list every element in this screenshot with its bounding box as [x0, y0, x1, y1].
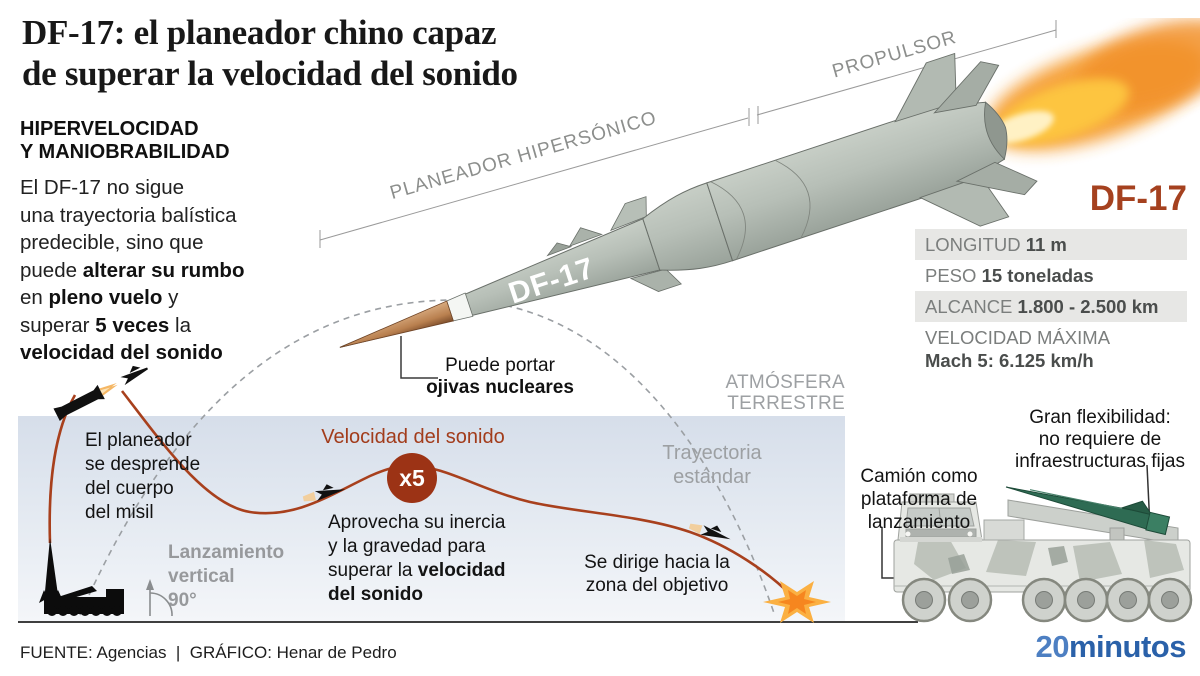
- flexibility-line: no requiere de: [1038, 429, 1162, 450]
- missile-illustration: PLANEADOR HIPERSÓNICO PROPULSOR: [319, 19, 1200, 379]
- platform-line: Camión como: [860, 466, 978, 487]
- platform-line: lanzamiento: [867, 512, 971, 533]
- spec-label: VELOCIDAD MÁXIMA: [925, 327, 1111, 348]
- publisher-logo: 20minutos: [1035, 629, 1186, 665]
- intro-line: la: [169, 313, 191, 337]
- atmosphere-line2: TERRESTRE: [727, 393, 845, 414]
- intro-line: una trayectoria balística: [20, 203, 237, 227]
- spec-panel: LONGITUD 11 m PESO 15 toneladas ALCANCE …: [915, 229, 1187, 376]
- inertia-line: superar la: [328, 560, 418, 581]
- spec-value: 15 toneladas: [981, 265, 1094, 286]
- spec-row-length: LONGITUD 11 m: [915, 229, 1187, 260]
- flexibility-line: Gran flexibilidad:: [1029, 407, 1171, 428]
- page-title-line1: DF-17: el planeador chino capaz: [22, 13, 497, 52]
- intro-heading-line2: Y MANIOBRABILIDAD: [20, 141, 230, 163]
- spec-value: Mach 5: 6.125 km/h: [925, 350, 1094, 371]
- launch-angle-icon: [146, 579, 173, 617]
- standard-line: estándar: [673, 466, 751, 488]
- atmosphere-line1: ATMÓSFERA: [725, 372, 845, 393]
- dimension-lines: [319, 20, 1057, 248]
- vertical-launch-label: Lanzamiento vertical: [168, 541, 284, 589]
- intro-line: en: [20, 286, 49, 309]
- intro-heading: HIPERVELOCIDAD Y MANIOBRABILIDAD: [20, 118, 230, 164]
- spec-value: 11 m: [1025, 234, 1067, 255]
- intro-line: superar: [20, 313, 96, 337]
- inertia-note: Aprovecha su inercia y la gravedad para …: [328, 511, 505, 607]
- platform-line: plataforma de: [860, 489, 978, 510]
- glider-icon: [688, 523, 731, 540]
- separation-line: El planeador: [85, 430, 192, 451]
- intro-bold: 5 veces: [95, 313, 170, 337]
- warhead-note: Puede portar ojivas nucleares: [418, 355, 582, 399]
- page-title-line2: de superar la velocidad del sonido: [22, 54, 518, 93]
- separation-line: del cuerpo: [85, 478, 174, 499]
- missile-name-heading: DF-17: [1089, 179, 1187, 218]
- separation-line: del misil: [85, 502, 154, 523]
- inertia-line: Aprovecha su inercia: [328, 512, 506, 533]
- inertia-bold: velocidad: [417, 560, 506, 581]
- intro-heading-line1: HIPERVELOCIDAD: [20, 118, 199, 140]
- atmosphere-label: ATMÓSFERA TERRESTRE: [688, 372, 845, 414]
- separation-icon: [53, 365, 148, 421]
- page-title: DF-17: el planeador chino capaz de super…: [22, 12, 518, 94]
- speed-multiplier-badge: [387, 453, 437, 503]
- intro-line: El DF-17 no sigue: [20, 176, 185, 199]
- intro-line: y: [162, 286, 179, 309]
- spec-label: PESO: [925, 265, 977, 286]
- inertia-bold: del sonido: [328, 584, 423, 605]
- spec-value: 1.800 - 2.500 km: [1017, 296, 1159, 317]
- intro-line: predecible, sino que: [20, 231, 204, 254]
- atmosphere-box: [18, 416, 845, 622]
- inertia-line: y la gravedad para: [328, 536, 486, 557]
- launch-truck-silhouette: [39, 538, 124, 616]
- platform-note: Camión como plataforma de lanzamiento: [850, 465, 988, 534]
- target-note: Se dirige hacia la zona del objetivo: [572, 551, 742, 597]
- spec-label: LONGITUD: [925, 234, 1021, 255]
- trajectory-diagram: x5: [18, 299, 918, 623]
- truck-missile: [1005, 486, 1171, 536]
- spec-row-weight: PESO 15 toneladas: [915, 260, 1187, 291]
- sound-speed-label: Velocidad del sonido: [321, 426, 505, 448]
- warhead-pointer-line: [400, 336, 438, 379]
- warhead-nose: [339, 300, 454, 348]
- intro-bold: alterar su rumbo: [82, 258, 245, 282]
- spec-label: ALCANCE: [925, 296, 1013, 317]
- launch-line: vertical: [168, 566, 235, 587]
- intro-bold: pleno vuelo: [48, 286, 163, 309]
- spec-row-max-speed: VELOCIDAD MÁXIMA Mach 5: 6.125 km/h: [915, 322, 1187, 376]
- target-line: zona del objetivo: [585, 575, 729, 596]
- glider-icon: [302, 484, 346, 502]
- standard-trajectory-label: Trayectoria estándar: [642, 441, 782, 489]
- warhead-note-line2: ojivas nucleares: [426, 377, 574, 398]
- intro-paragraph: El DF-17 no sigue una trayectoria balíst…: [20, 174, 310, 367]
- separation-label: El planeador se desprende del cuerpo del…: [85, 429, 200, 525]
- flexibility-line: infraestructuras fijas: [1014, 451, 1185, 472]
- separation-line: se desprende: [85, 454, 201, 475]
- logo-part2: minutos: [1068, 629, 1187, 664]
- explosion-icon: [763, 581, 831, 623]
- speed-multiplier-label: x5: [399, 465, 425, 491]
- booster-flame-icon: [986, 19, 1200, 151]
- logo-part1: 20: [1035, 629, 1069, 664]
- warhead-note-line1: Puede portar: [445, 355, 555, 376]
- target-line: Se dirige hacia la: [584, 552, 730, 573]
- intro-line: puede: [20, 258, 83, 282]
- intro-bold: velocidad del sonido: [20, 341, 223, 364]
- credits: FUENTE: Agencias | GRÁFICO: Henar de Ped…: [20, 643, 397, 662]
- launch-line: Lanzamiento: [168, 542, 285, 563]
- flexibility-note: Gran flexibilidad: no requiere de infrae…: [1002, 407, 1198, 473]
- launcher-truck-illustration: [881, 464, 1193, 623]
- spec-row-range: ALCANCE 1.800 - 2.500 km: [915, 291, 1187, 322]
- launch-angle-label: 90°: [168, 590, 197, 611]
- truck-wheels: [901, 577, 1193, 623]
- standard-line: Trayectoria: [662, 442, 762, 464]
